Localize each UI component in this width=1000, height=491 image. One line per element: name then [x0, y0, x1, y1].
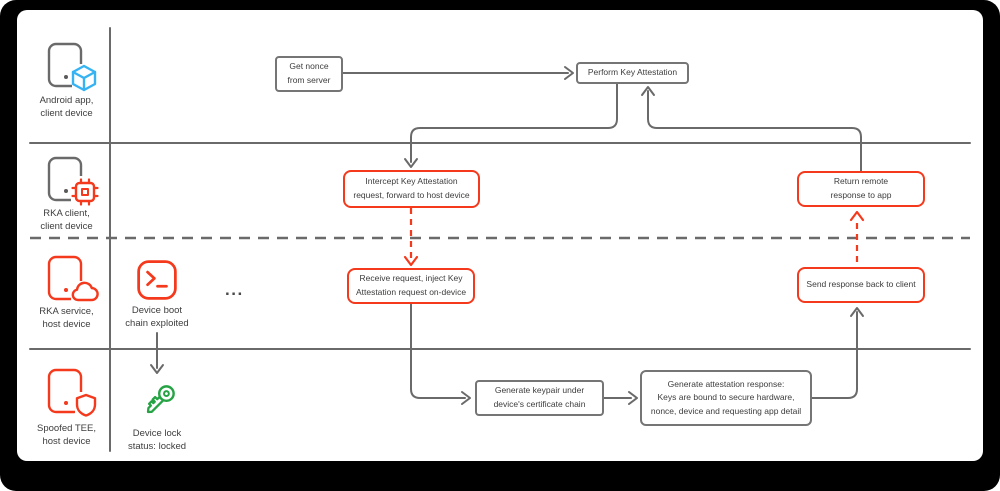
arrowhead-right	[461, 391, 471, 405]
node-generate-attestation: Generate attestation response: Keys are …	[640, 370, 812, 426]
key-icon	[137, 379, 181, 434]
arrowhead-down	[404, 158, 418, 168]
arrowhead-up-red	[849, 210, 865, 222]
node-intercept-request: Intercept Key Attestation request, forwa…	[343, 170, 480, 208]
arrow-receive-to-keypair	[410, 303, 466, 399]
node-receive-request: Receive request, inject Key Attestation …	[347, 268, 475, 304]
node-perform-key-attestation: Perform Key Attestation	[576, 62, 689, 84]
node-send-response: Send response back to client	[797, 267, 925, 303]
node-get-nonce: Get nonce from server	[275, 56, 343, 92]
phone-chip-icon	[45, 156, 101, 213]
node-return-remote-response: Return remote response to app	[797, 171, 925, 207]
terminal-icon	[136, 259, 178, 306]
lane-label-android-app: Android app, client device	[39, 95, 94, 120]
arrowhead-up	[850, 307, 864, 317]
arrowhead-down-red	[403, 255, 419, 267]
phone-app-icon	[45, 42, 101, 99]
diagram-card: Android app, client device RKA client, c…	[17, 10, 983, 461]
lane-label-spoofed-tee: Spoofed TEE, host device	[37, 423, 96, 448]
lane-label-rka-service: RKA service, host device	[39, 306, 94, 331]
phone-cloud-icon	[45, 255, 101, 312]
ellipsis-more-indicator: ...	[225, 280, 244, 299]
arrowhead-right	[564, 66, 574, 80]
arrow-perform-to-intercept	[410, 83, 618, 163]
arrowhead-right	[628, 391, 638, 405]
arrowhead-down	[150, 364, 164, 374]
device-boot-label: Device boot chain exploited	[125, 305, 189, 330]
arrow-return-to-perform	[647, 90, 862, 172]
device-lock-label: Device lock status: locked	[127, 428, 187, 453]
connector-layer	[29, 27, 971, 452]
arrowhead-up	[641, 86, 655, 96]
phone-shield-icon	[45, 368, 101, 425]
arrow-attestation-to-send	[811, 311, 858, 399]
lane-label-rka-client: RKA client, client device	[40, 208, 93, 233]
node-generate-keypair: Generate keypair under device's certific…	[475, 380, 604, 416]
